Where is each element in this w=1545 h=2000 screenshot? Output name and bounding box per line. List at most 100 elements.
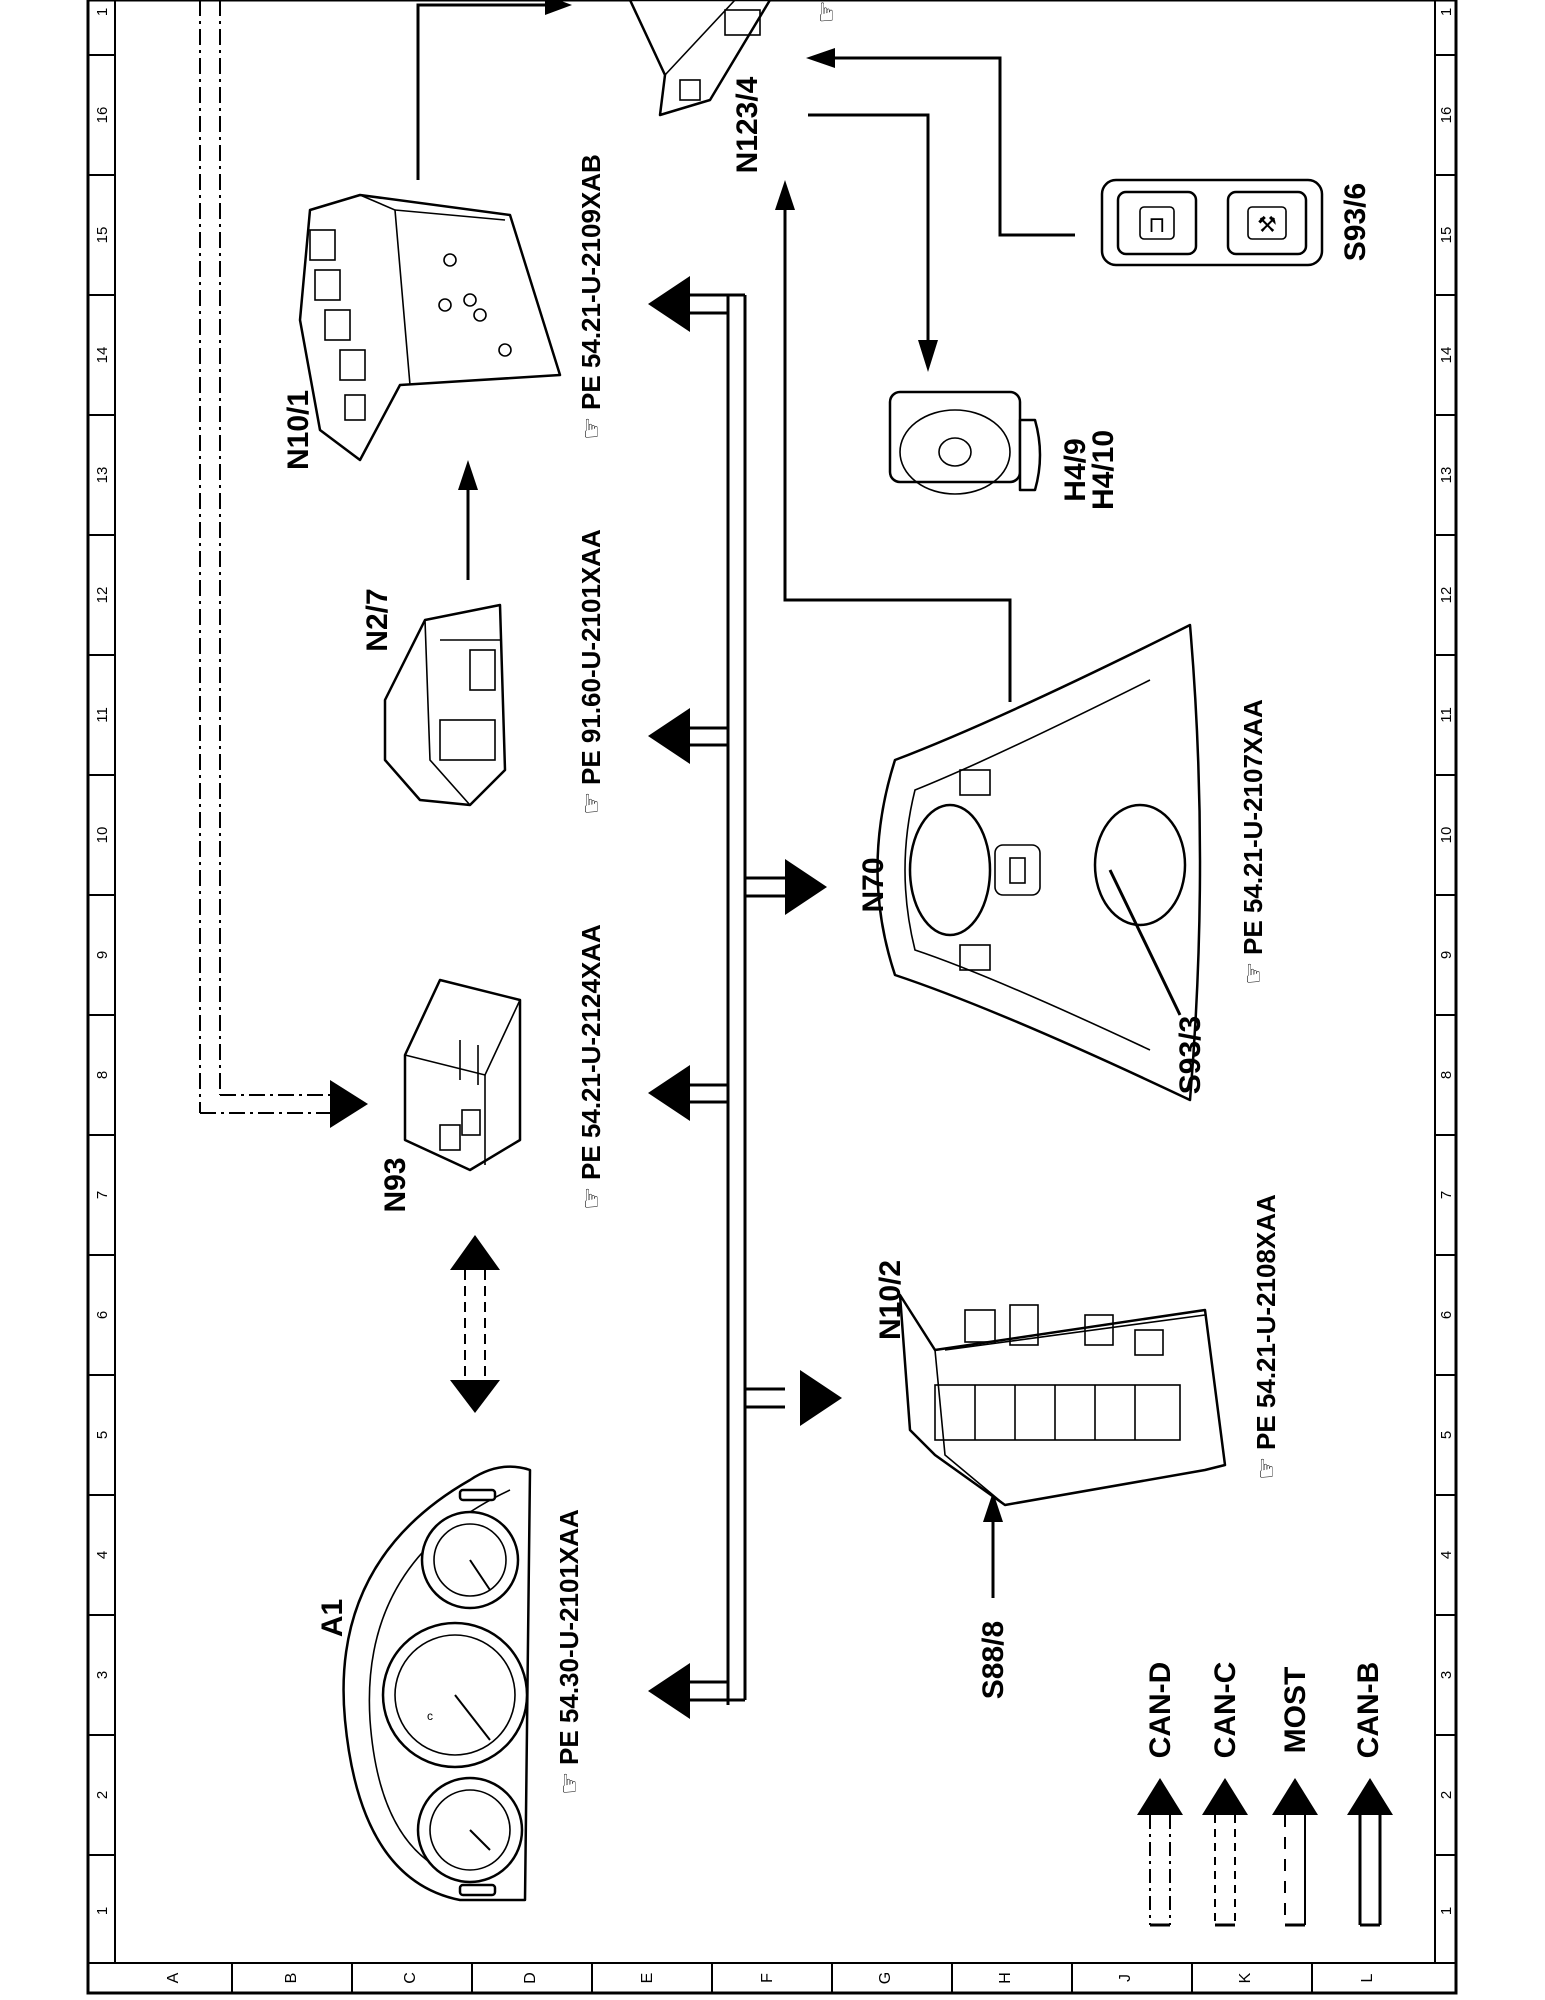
legend-can-b: CAN-B xyxy=(1347,1662,1393,1927)
pointing-hand-icon: ☞ xyxy=(576,417,606,440)
discrete-connections xyxy=(416,0,1075,1598)
grid-number: 10 xyxy=(94,827,111,844)
legend-label: CAN-C xyxy=(1209,1662,1242,1759)
grid-number: 1 xyxy=(94,8,111,16)
n10-1-ref: ☞ PE 54.21-U-2109XAB xyxy=(576,154,606,440)
grid-number: 8 xyxy=(94,1071,111,1079)
legend: CAN-D CAN-C MOST CAN-B xyxy=(1137,1662,1393,1927)
n93-ref: ☞ PE 54.21-U-2124XAA xyxy=(576,924,606,1210)
grid-number: 16 xyxy=(1438,107,1455,124)
grid-numbers-left: 1 2 3 4 5 6 7 8 9 10 11 12 13 14 15 16 1 xyxy=(94,8,111,1915)
grid-number: 8 xyxy=(1438,1071,1455,1079)
grid-number: 6 xyxy=(1438,1311,1455,1319)
n2-7-ref: ☞ PE 91.60-U-2101XAA xyxy=(576,529,606,815)
pointing-hand-icon: ☞ xyxy=(576,792,606,815)
a1-instrument-cluster: c xyxy=(342,1465,532,1902)
n70-label: N70 xyxy=(857,857,890,912)
grid-number: 7 xyxy=(1438,1191,1455,1199)
grid-number: 13 xyxy=(94,467,111,484)
h4-9-speaker xyxy=(888,390,1042,495)
grid-number: 3 xyxy=(1438,1671,1455,1679)
grid-number: 9 xyxy=(94,951,111,959)
a1-label: A1 xyxy=(316,1599,349,1637)
ruler-left xyxy=(88,54,115,1856)
pointing-hand-icon: ☞ xyxy=(576,1187,606,1210)
grid-letter: C xyxy=(402,1972,419,1984)
arrow-to-n93 xyxy=(648,1065,690,1121)
grid-number: 10 xyxy=(1438,827,1455,844)
grid-number: 16 xyxy=(94,107,111,124)
grid-number: 13 xyxy=(1438,467,1455,484)
arrow-to-n27 xyxy=(648,708,690,764)
grid-letter: A xyxy=(165,1972,182,1983)
n70-ref-text: PE 54.21-U-2107XAA xyxy=(1238,699,1268,955)
grid-letter: F xyxy=(759,1973,776,1983)
wrench-icon: ⚒ xyxy=(1257,212,1277,237)
n93-ref-text: PE 54.21-U-2124XAA xyxy=(576,924,606,1180)
arrow-to-n102 xyxy=(800,1370,842,1426)
grid-number: 1 xyxy=(94,1907,111,1915)
grid-number: 12 xyxy=(1438,587,1455,604)
grid-letter: B xyxy=(283,1973,300,1984)
ruler-right xyxy=(1435,54,1456,1856)
grid-letter: K xyxy=(1237,1972,1254,1983)
legend-label: CAN-D xyxy=(1144,1662,1177,1759)
grid-number: 7 xyxy=(94,1191,111,1199)
legend-label: CAN-B xyxy=(1352,1662,1385,1759)
n10-1-ref-text: PE 54.21-U-2109XAB xyxy=(576,154,606,410)
n2-7-label: N2/7 xyxy=(361,588,394,651)
grid-number: 11 xyxy=(94,707,111,723)
n70-control-panel xyxy=(876,623,1202,1102)
s93-6-switch: ⊓ ⚒ xyxy=(1100,178,1324,267)
grid-number: 3 xyxy=(94,1671,111,1679)
grid-letters-bottom: A B C D E F G H J K L xyxy=(165,1972,1376,1984)
grid-number: 6 xyxy=(94,1311,111,1319)
n2-7-ref-text: PE 91.60-U-2101XAA xyxy=(576,529,606,785)
grid-letter: L xyxy=(1359,1973,1376,1982)
n10-2-label: N10/2 xyxy=(874,1260,907,1340)
grid-number: 5 xyxy=(1438,1431,1455,1439)
grid-number: 9 xyxy=(1438,951,1455,959)
a1-ref-text: PE 54.30-U-2101XAA xyxy=(554,1509,584,1765)
grid-number: 1 xyxy=(1438,1907,1455,1915)
s93-6-label: S93/6 xyxy=(1339,183,1372,261)
n10-2-ref: ☞ PE 54.21-U-2108XAA xyxy=(1251,1194,1281,1480)
grid-number: 1 xyxy=(1438,8,1455,16)
h4-10-label: H4/10 xyxy=(1087,430,1120,510)
grid-numbers-right: 1 2 3 4 5 6 7 8 9 10 11 12 13 14 15 16 1 xyxy=(1438,8,1455,1915)
grid-number: 12 xyxy=(94,587,111,604)
s93-3-label: S93/3 xyxy=(1174,1016,1207,1094)
n10-2-ref-text: PE 54.21-U-2108XAA xyxy=(1251,1194,1281,1450)
grid-number: 14 xyxy=(1438,347,1455,364)
legend-can-d: CAN-D xyxy=(1137,1662,1183,1927)
grid-number: 14 xyxy=(94,347,111,364)
n2-7-module xyxy=(383,603,507,807)
pointing-hand-icon: ☞ xyxy=(554,1772,584,1795)
can-b-bus xyxy=(690,293,785,1705)
legend-label: MOST xyxy=(1279,1667,1312,1754)
n10-1-label: N10/1 xyxy=(282,390,315,470)
grid-letter: G xyxy=(877,1972,894,1984)
pointing-hand-icon: ☞ xyxy=(1238,962,1268,985)
n123-4-label: N123/4 xyxy=(731,76,764,173)
svg-text:c: c xyxy=(427,1709,433,1723)
most-double-arrow xyxy=(450,1235,500,1413)
grid-letter: E xyxy=(639,1973,656,1984)
n10-2-sam-module xyxy=(898,1293,1227,1507)
grid-number: 11 xyxy=(1438,707,1455,723)
grid-letter: D xyxy=(522,1972,539,1984)
n93-module xyxy=(403,978,522,1172)
s88-8-label: S88/8 xyxy=(977,1621,1010,1699)
n93-label: N93 xyxy=(379,1157,412,1212)
legend-can-c: CAN-C xyxy=(1202,1662,1248,1927)
grid-number: 2 xyxy=(94,1791,111,1799)
pointing-hand-icon: ☞ xyxy=(811,0,841,23)
can-d-line xyxy=(199,0,368,1128)
arrow-to-n70 xyxy=(785,859,827,915)
h4-9-label: H4/9 xyxy=(1059,438,1092,501)
lock-icon: ⊓ xyxy=(1148,212,1165,237)
a1-ref: ☞ PE 54.30-U-2101XAA xyxy=(554,1509,584,1795)
grid-number: 15 xyxy=(94,227,111,244)
arrow-to-n101 xyxy=(648,276,690,332)
